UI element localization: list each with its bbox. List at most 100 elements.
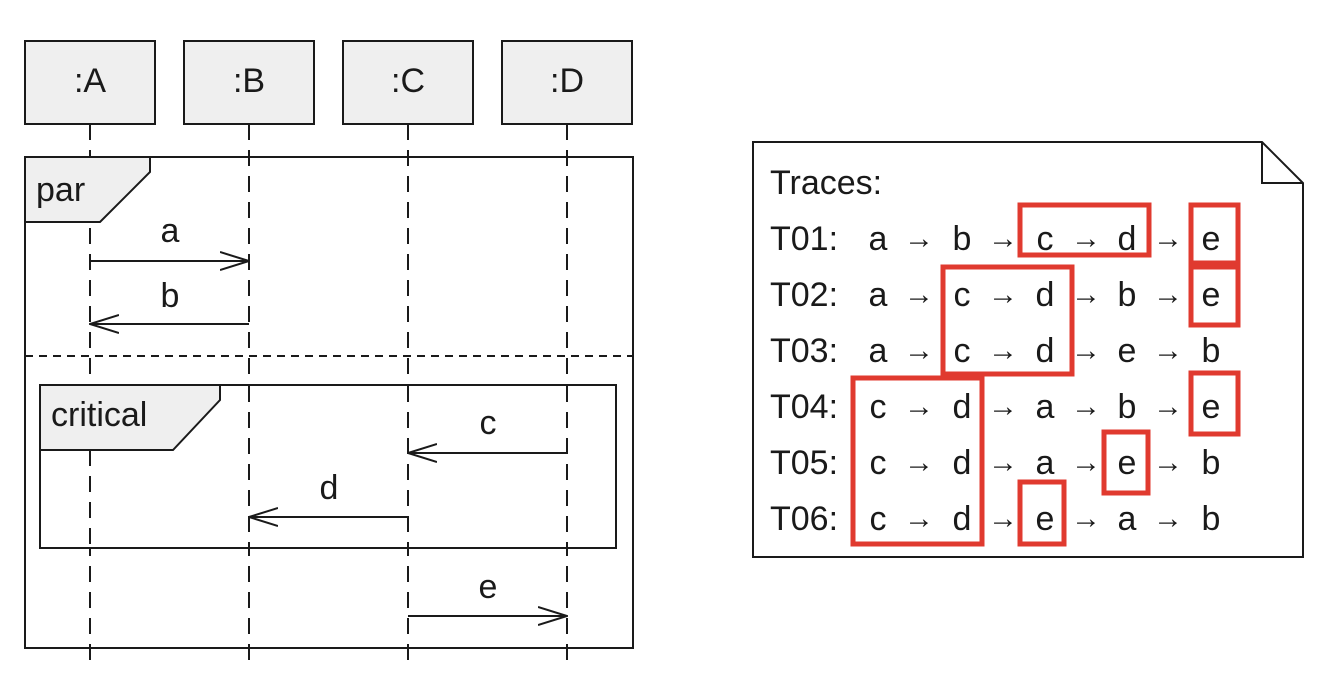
- lifeline-c: :C: [342, 40, 474, 662]
- trace-token: d: [953, 444, 972, 482]
- arrow-icon: →: [1153, 222, 1183, 255]
- critical-operator-tab: [39, 384, 221, 451]
- critical-fragment: critical: [39, 384, 617, 549]
- arrow-icon: →: [904, 390, 934, 423]
- arrow-icon: →: [988, 390, 1018, 423]
- trace-token: a: [1036, 444, 1055, 482]
- trace-id: T01:: [770, 220, 838, 258]
- par-operator-tab: [24, 156, 151, 223]
- message-e: e: [408, 568, 567, 616]
- trace-token: e: [1202, 220, 1221, 258]
- trace-id: T06:: [770, 500, 838, 538]
- trace-token: a: [1036, 388, 1055, 426]
- traces-title: Traces:: [770, 164, 882, 202]
- trace-token: a: [869, 220, 888, 258]
- trace-id: T05:: [770, 444, 838, 482]
- lifeline-d: :D: [501, 40, 633, 662]
- trace-token: d: [1036, 276, 1055, 314]
- trace-token: a: [1118, 500, 1137, 538]
- lifeline-label-b: :B: [233, 62, 265, 100]
- arrow-icon: →: [1071, 222, 1101, 255]
- trace-row: T03: a → c → d → e → b: [770, 332, 1220, 370]
- trace-token: b: [1118, 276, 1137, 314]
- arrow-icon: →: [1153, 390, 1183, 423]
- message-d-label: d: [320, 469, 339, 507]
- lifeline-head-b: [183, 40, 315, 125]
- trace-token: b: [1118, 388, 1137, 426]
- lifeline-a: :A: [24, 40, 156, 662]
- note-folded-corner: [1261, 142, 1303, 184]
- lifeline-head-a: [24, 40, 156, 125]
- trace-token: e: [1202, 276, 1221, 314]
- trace-row: T01:a→b→c→d→e: [770, 220, 1220, 258]
- trace-token: b: [1202, 332, 1221, 370]
- arrow-icon: →: [904, 222, 934, 255]
- highlight-t04-e: [1188, 370, 1241, 437]
- highlight-t01-cd: [1017, 202, 1152, 258]
- arrow-icon: →: [988, 502, 1018, 535]
- trace-token: e: [1118, 444, 1137, 482]
- arrow-icon: →: [988, 278, 1018, 311]
- arrow-icon: →: [988, 334, 1018, 367]
- arrow-icon: →: [904, 334, 934, 367]
- lifeline-label-c: :C: [391, 62, 425, 100]
- highlight-t06-e: [1017, 479, 1067, 547]
- lifeline-head-c: [342, 40, 474, 125]
- highlight-boxes: [850, 202, 1241, 547]
- arrow-icon: →: [1153, 446, 1183, 479]
- trace-id: T04:: [770, 388, 838, 426]
- message-e-label: e: [479, 568, 498, 606]
- trace-token: c: [954, 332, 971, 370]
- message-b-label: b: [161, 277, 180, 315]
- arrow-icon: →: [1153, 502, 1183, 535]
- note-body: [752, 141, 1304, 558]
- trace-token: e: [1202, 388, 1221, 426]
- highlight-t02-t03-cd: [940, 264, 1075, 377]
- trace-token: c: [870, 500, 887, 538]
- trace-token: e: [1036, 500, 1055, 538]
- par-operator-label: par: [36, 171, 85, 209]
- trace-token: b: [953, 220, 972, 258]
- lifeline-label-d: :D: [550, 62, 584, 100]
- trace-row: T06:c→d→e→a→b: [770, 500, 1220, 538]
- lifeline-b: :B: [183, 40, 315, 662]
- message-d: d: [249, 469, 408, 517]
- trace-token: d: [1036, 332, 1055, 370]
- par-fragment: par: [24, 156, 634, 649]
- trace-token: c: [870, 444, 887, 482]
- trace-token: c: [954, 276, 971, 314]
- arrow-icon: →: [904, 278, 934, 311]
- arrow-icon: →: [1071, 334, 1101, 367]
- arrow-icon: →: [904, 446, 934, 479]
- highlight-t04-t06-cd: [850, 375, 985, 547]
- arrow-icon: →: [1153, 278, 1183, 311]
- trace-token: b: [1202, 444, 1221, 482]
- arrow-icon: →: [1071, 502, 1101, 535]
- trace-token: d: [953, 388, 972, 426]
- traces-note: Traces: T01:a→b→c→d→eT02:a→c→d→b→eT03:a→…: [752, 141, 1304, 558]
- highlight-t02-e: [1188, 264, 1241, 328]
- trace-token: e: [1118, 332, 1137, 370]
- trace-token: a: [869, 332, 888, 370]
- trace-token: a: [869, 276, 888, 314]
- trace-rows: T01:a→b→c→d→eT02:a→c→d→b→eT03:a→c→d→e→bT…: [770, 220, 1220, 538]
- message-a-label: a: [161, 212, 180, 250]
- sequence-diagram: :A :B :C :D par critical: [24, 40, 634, 662]
- arrow-icon: →: [1153, 334, 1183, 367]
- arrow-icon: →: [988, 446, 1018, 479]
- message-c-label: c: [480, 404, 497, 442]
- trace-row: T02:a→c→d→b→e: [770, 276, 1220, 314]
- lifeline-label-a: :A: [74, 62, 106, 100]
- arrow-icon: →: [1071, 390, 1101, 423]
- trace-token: c: [870, 388, 887, 426]
- trace-token: d: [953, 500, 972, 538]
- message-b: b: [90, 277, 249, 324]
- trace-id: T03:: [770, 332, 838, 370]
- message-a: a: [90, 212, 249, 261]
- message-c: c: [408, 404, 567, 453]
- trace-token: d: [1118, 220, 1137, 258]
- trace-row: T05:c→d→a→e→b: [770, 444, 1220, 482]
- highlight-t01-e: [1188, 202, 1241, 266]
- trace-token: b: [1202, 500, 1221, 538]
